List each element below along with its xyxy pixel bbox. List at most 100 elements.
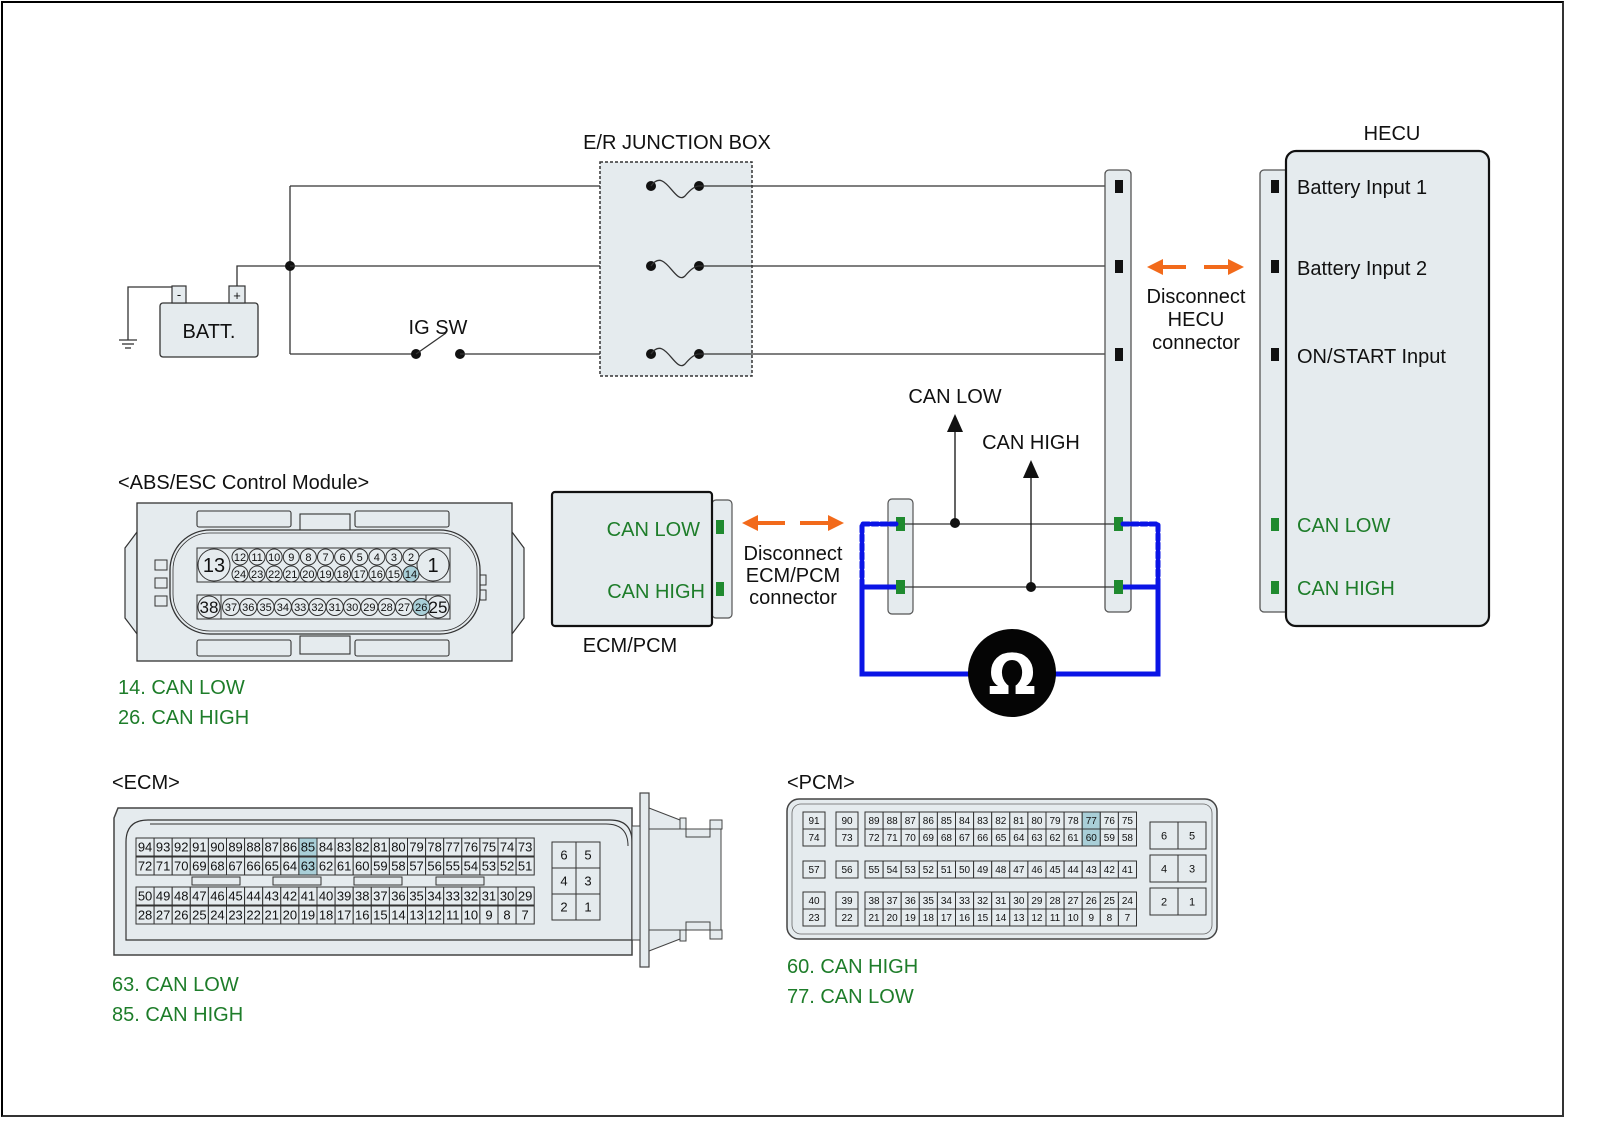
pin-74: 74 — [802, 828, 826, 847]
pin-27: 27 — [1063, 891, 1083, 910]
svg-text:23: 23 — [251, 569, 263, 581]
svg-text:54: 54 — [464, 859, 478, 874]
pin-2: 2 — [551, 893, 577, 921]
pin-55: 55 — [443, 856, 463, 876]
pin-44: 44 — [1063, 860, 1083, 879]
svg-text:84: 84 — [959, 816, 971, 827]
svg-text:78: 78 — [427, 840, 441, 855]
pin-6: 6 — [551, 841, 577, 869]
pin-60: 60 — [352, 856, 372, 876]
svg-text:89: 89 — [868, 816, 880, 827]
svg-text:15: 15 — [388, 569, 400, 581]
svg-text:62: 62 — [319, 859, 333, 874]
svg-text:67: 67 — [959, 833, 971, 844]
can-bus: CAN LOW CAN HIGH — [887, 386, 1123, 615]
svg-text:65: 65 — [995, 833, 1007, 844]
svg-text:6: 6 — [340, 552, 346, 564]
svg-text:2: 2 — [408, 552, 414, 564]
pin-9: 9 — [1081, 908, 1101, 927]
hecu-pin-battery-input-1: Battery Input 1 — [1297, 177, 1427, 199]
pin-1: 1 — [416, 548, 450, 582]
svg-text:8: 8 — [305, 552, 311, 564]
svg-text:17: 17 — [337, 908, 351, 923]
pin-48: 48 — [171, 886, 191, 906]
pin-2: 2 — [402, 548, 420, 566]
pin-41: 41 — [1117, 860, 1138, 879]
pin-34: 34 — [936, 891, 957, 910]
svg-text:38: 38 — [355, 889, 369, 904]
pin-82: 82 — [991, 811, 1011, 830]
svg-text:88: 88 — [887, 816, 899, 827]
pin-36: 36 — [239, 598, 258, 616]
svg-text:44: 44 — [1068, 865, 1080, 876]
pin-63: 63 — [1027, 828, 1047, 847]
svg-text:88: 88 — [246, 840, 260, 855]
abs-legend-can-high: 26. CAN HIGH — [118, 707, 249, 729]
svg-text:24: 24 — [234, 569, 246, 581]
pin-41: 41 — [298, 886, 318, 906]
disconnect-hecu-line3: connector — [1152, 332, 1240, 354]
svg-text:89: 89 — [228, 840, 242, 855]
pin-57: 57 — [802, 860, 826, 879]
svg-text:38: 38 — [868, 896, 880, 907]
ohmmeter-probe-leads: Ω — [859, 521, 1161, 717]
pin-21: 21 — [864, 908, 884, 927]
svg-text:22: 22 — [841, 913, 853, 924]
pin-7: 7 — [1117, 908, 1138, 927]
pin-51: 51 — [936, 860, 957, 879]
svg-text:50: 50 — [959, 865, 971, 876]
svg-text:21: 21 — [285, 569, 297, 581]
ecm-legend-can-low: 63. CAN LOW — [112, 974, 239, 996]
pin-21: 21 — [262, 905, 282, 925]
pin-70: 70 — [171, 856, 191, 876]
svg-text:19: 19 — [301, 908, 315, 923]
svg-text:78: 78 — [1068, 816, 1080, 827]
pin-80: 80 — [388, 837, 408, 857]
pin-73: 73 — [515, 837, 535, 857]
svg-text:30: 30 — [1013, 896, 1025, 907]
svg-text:68: 68 — [210, 859, 224, 874]
pin-8: 8 — [299, 548, 317, 566]
svg-text:8: 8 — [503, 908, 510, 923]
pin-18: 18 — [334, 565, 352, 583]
pin-15: 15 — [973, 908, 993, 927]
pin-13: 13 — [1009, 908, 1029, 927]
pin-37: 37 — [370, 886, 390, 906]
pin-16: 16 — [368, 565, 386, 583]
svg-text:71: 71 — [887, 833, 899, 844]
pin-91: 91 — [802, 811, 826, 830]
pin-4: 4 — [368, 548, 386, 566]
svg-text:80: 80 — [391, 840, 405, 855]
pin-32: 32 — [461, 886, 481, 906]
pin-29: 29 — [360, 598, 379, 616]
disconnect-ecm-line1: Disconnect — [744, 543, 843, 565]
svg-text:45: 45 — [1049, 865, 1061, 876]
disconnect-hecu-line2: HECU — [1168, 309, 1225, 331]
svg-text:35: 35 — [923, 896, 935, 907]
svg-text:62: 62 — [1049, 833, 1061, 844]
pin-14: 14 — [388, 905, 408, 925]
svg-text:71: 71 — [156, 859, 170, 874]
svg-text:9: 9 — [485, 908, 492, 923]
svg-text:4: 4 — [374, 552, 380, 564]
hecu-module: HECU Battery Input 1 Battery Input 2 ON/… — [1259, 123, 1491, 628]
hecu-pin-can-high: CAN HIGH — [1297, 578, 1395, 600]
pin-46: 46 — [207, 886, 227, 906]
pin-44: 44 — [244, 886, 264, 906]
pin-82: 82 — [352, 837, 372, 857]
pin-20: 20 — [882, 908, 902, 927]
pcm-legend-can-low: 77. CAN LOW — [787, 986, 914, 1008]
svg-text:6: 6 — [560, 848, 567, 863]
pin-27: 27 — [153, 905, 173, 925]
pin-81: 81 — [1009, 811, 1029, 830]
pin-61: 61 — [334, 856, 354, 876]
pin-91: 91 — [189, 837, 209, 857]
svg-text:21: 21 — [868, 913, 880, 924]
svg-text:74: 74 — [808, 833, 820, 844]
pin-31: 31 — [991, 891, 1011, 910]
pin-3: 3 — [1177, 854, 1207, 883]
svg-text:27: 27 — [398, 602, 410, 614]
pin-45: 45 — [226, 886, 246, 906]
